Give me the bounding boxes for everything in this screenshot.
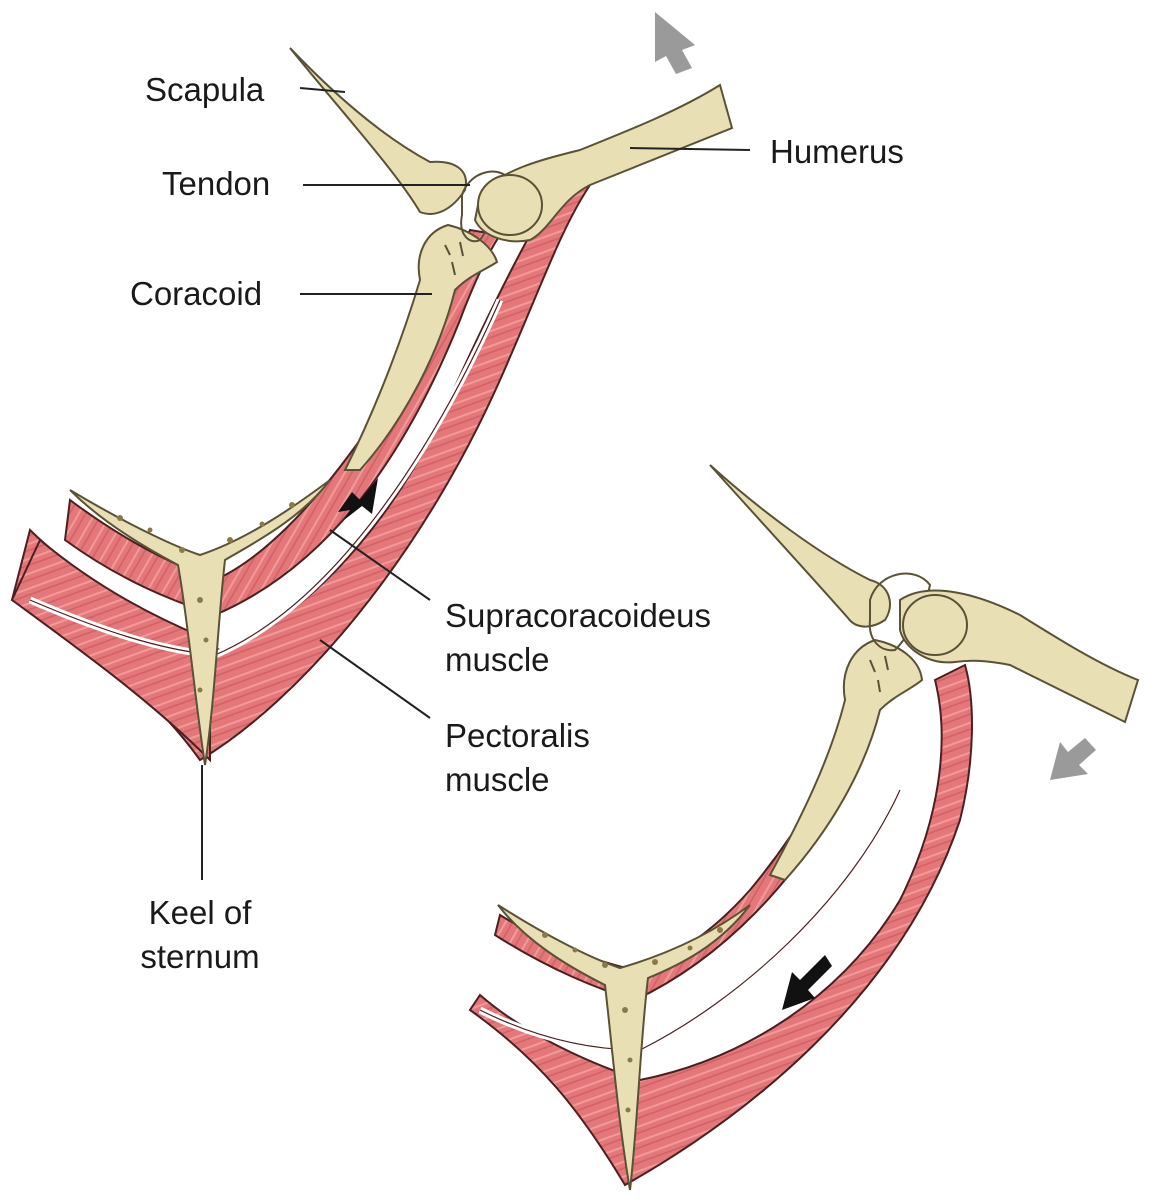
label-supracoracoideus-line1: Supracoracoideus xyxy=(445,597,711,634)
upstroke-figure xyxy=(10,12,751,880)
pectoralis-muscle-lower xyxy=(468,663,973,1187)
label-humerus: Humerus xyxy=(770,133,904,170)
label-tendon: Tendon xyxy=(162,165,271,202)
label-keel-line1: Keel of xyxy=(148,894,252,931)
black-arrow-icon xyxy=(338,478,378,520)
label-pectoralis-line2: muscle xyxy=(445,761,550,798)
grey-arrow-up-right-icon xyxy=(655,12,695,74)
scapula-lower xyxy=(709,464,891,628)
coracoid-lower xyxy=(768,638,924,882)
label-keel-line2: sternum xyxy=(140,938,260,975)
downstroke-figure xyxy=(468,464,1140,1191)
grey-arrow-down-left-icon xyxy=(1050,738,1096,780)
scapula-upper xyxy=(289,47,467,215)
label-pectoralis-line1: Pectoralis xyxy=(445,717,590,754)
label-supracoracoideus-line2: muscle xyxy=(445,641,550,678)
label-scapula: Scapula xyxy=(145,71,265,108)
black-arrow-lower-icon xyxy=(782,955,832,1010)
keel-sternum-upper xyxy=(69,479,331,766)
coracoid-upper xyxy=(343,223,499,471)
keel-sternum-lower xyxy=(497,904,751,1191)
label-coracoid: Coracoid xyxy=(130,275,263,312)
